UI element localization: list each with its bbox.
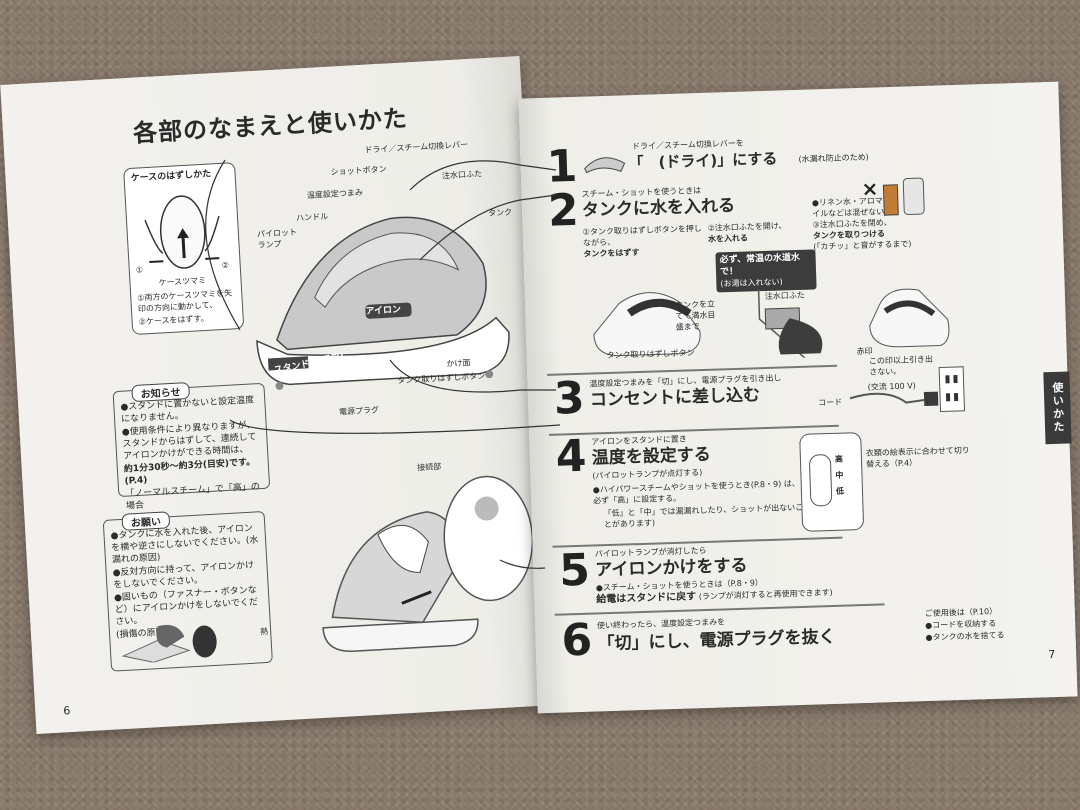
svg-text:×: ×	[861, 176, 879, 201]
side-tab-usage: 使いかた	[1043, 371, 1072, 445]
part-dry-steam-lever: ドライ／スチーム切換レバー	[364, 140, 469, 155]
step6-line1: 使い終わったら、温度設定つまみを	[596, 617, 726, 631]
step5-number: 5	[558, 544, 591, 597]
step2-a: ①タンク取りはずしボタンを押しながら、 タンクをはずす	[583, 223, 704, 260]
case-step-num1: ①	[135, 265, 144, 275]
page-title: 各部のなまえと使いかた	[132, 104, 409, 148]
step2-c-note: (「カチッ」と音がするまで)	[813, 239, 912, 252]
after-use-item: ●コードを収納する	[925, 618, 997, 631]
after-use-item: ●タンクの水を捨てる	[925, 630, 1005, 643]
divider	[547, 364, 838, 376]
request-box: お願い ●タンクに水を入れた後、アイロンを横や逆さにしないでください。(水漏れの…	[102, 510, 273, 672]
step2-c-bold: タンクを取りつける	[812, 229, 886, 241]
step5-heading: アイロンかけをする	[595, 555, 748, 581]
dial-mid: 中	[835, 470, 844, 480]
page-number-right: 7	[1048, 648, 1056, 662]
part-tank: タンク	[487, 207, 513, 218]
step1-note: (水漏れ防止のため)	[798, 152, 869, 164]
dial-slot	[808, 453, 833, 507]
case-removal-box: ケースのはずしかた ① ② ケースツマミ ①両方のケースツマミを矢印の方向に動か…	[123, 162, 245, 336]
case-knob-label: ケースツマミ	[158, 275, 207, 288]
dry-lever-icon	[584, 157, 626, 174]
step4-note2: 「低」と「中」では漏漏れしたり、ショットが出ないことがあります)	[603, 502, 804, 530]
step2-a-text: ①タンク取りはずしボタンを押しながら、	[582, 223, 702, 248]
step6-number: 6	[560, 614, 593, 667]
iron-on-stand-illustration	[256, 216, 510, 390]
case-step-num2: ②	[221, 260, 230, 270]
step4-lamp: (パイロットランプが点灯する)	[592, 468, 703, 481]
divider	[549, 424, 839, 436]
step4-heading: 温度を設定する	[591, 444, 712, 469]
part-iron: アイロン	[365, 305, 402, 317]
step5-bold: 給電はスタンドに戻す	[596, 591, 697, 606]
tank-removal-illustration	[322, 475, 534, 652]
dial-note: 衣類の絵表示に合わせて切り替える（P.4）	[865, 445, 970, 469]
step2-b-text: ②注水口ふたを開け、	[707, 221, 787, 233]
temp-dial-illustration: 高 中 低	[799, 432, 865, 532]
part-ironing-surface: かけ面	[446, 358, 471, 369]
part-water-inlet-lid: 注水口ふた	[441, 169, 483, 181]
case-box-title: ケースのはずしかた	[130, 169, 212, 184]
ironing-warning-illustration	[121, 624, 217, 663]
step1-heading: 「 (ドライ)」にする	[628, 149, 778, 173]
part-power-plug: 電源プラグ	[338, 405, 380, 417]
after-use-title: ご使用後は（P.10）	[924, 606, 998, 619]
step1-number: 1	[545, 140, 579, 193]
step2-number: 2	[547, 184, 580, 237]
step3-number: 3	[553, 372, 586, 425]
case-step2: ②ケースをはずす。	[138, 313, 209, 327]
outlet-plug-illustration	[849, 366, 966, 413]
step2-c: ③注水口ふたを閉め、 タンクを取りつける (「カチッ」と音がするまで)	[812, 215, 943, 252]
step2-inlet-label: 注水口ふた	[764, 290, 805, 301]
cord-label: コード	[818, 397, 843, 408]
step2-c-text: ③注水口ふたを閉め、	[812, 217, 892, 230]
case-step1: ①両方のケースツマミを矢印の方向に動かして、	[137, 288, 233, 314]
notice-box: お知らせ ●スタンドに置かないと設定温度になりません。 ●使用条件により異なりま…	[112, 381, 271, 512]
step5-paren: (ランプが消灯すると再使用できます)	[698, 588, 833, 602]
dial-high: 高	[834, 454, 844, 464]
dial-low: 低	[835, 486, 845, 496]
right-page: 1 ドライ／スチーム切換レバーを 「 (ドライ)」にする (水漏れ防止のため) …	[518, 81, 1078, 714]
part-handle: ハンドル	[295, 211, 329, 223]
step6-heading: 「切」にし、電源プラグを抜く	[597, 626, 836, 655]
step2-b: ②注水口ふたを開け、 水を入れる	[707, 220, 808, 245]
part-pilot-lamp: パイロットランプ	[256, 227, 298, 250]
step2-a-bold: タンクをはずす	[583, 247, 640, 259]
no-additives-icon: ×	[861, 176, 925, 216]
step4-number: 4	[554, 430, 588, 483]
step2-b-bold: 水を入れる	[707, 233, 749, 244]
page-number-left: 6	[62, 704, 71, 718]
tank-tilt-note: タンクを立てて満水目盛まで	[674, 299, 716, 332]
part-connector: 接続部	[417, 462, 442, 473]
step2-heading: タンクに水を入れる	[581, 195, 736, 221]
step3-heading: コンセントに差し込む	[589, 385, 761, 411]
case-removal-illustration	[144, 195, 220, 269]
tank-fill-illustration	[593, 288, 950, 359]
part-hot: 熱	[259, 626, 269, 637]
left-page: 各部のなまえと使いかた ケースのはずしかた ① ② ケースツマミ ①両方のケース…	[0, 55, 556, 735]
notice-list: ●スタンドに置かないと設定温度になりません。 ●使用条件により異なりますが、スタ…	[120, 394, 266, 514]
